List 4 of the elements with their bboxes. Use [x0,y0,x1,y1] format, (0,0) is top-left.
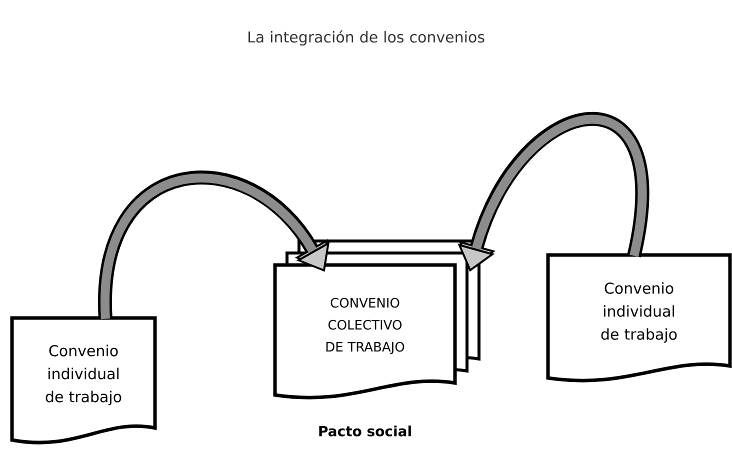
document-stack: CONVENIO COLECTIVO DE TRABAJO [273,240,480,400]
title: La integración de los convenios [248,30,484,46]
node-label: Pacto social [319,426,411,436]
curved-arrow [98,170,330,319]
